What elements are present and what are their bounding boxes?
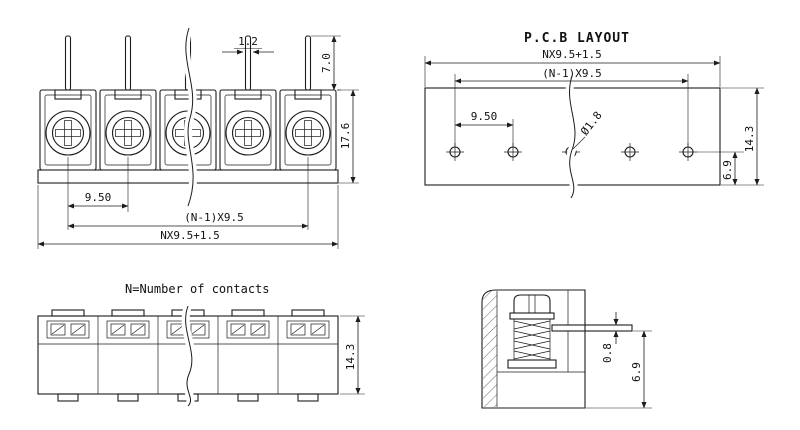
pcb-hole	[620, 142, 640, 162]
pcb-layout-view: P.C.B LAYOUT NX9.5+1.5 (N-1)X9.5	[424, 31, 764, 201]
pcb-dim-edge: 6.9	[697, 151, 764, 186]
dim-body-height: 17.6	[337, 89, 359, 184]
contact-cell	[286, 309, 330, 402]
pin	[304, 35, 312, 91]
contacts-note: N=Number of contacts	[125, 282, 270, 296]
dim-pitch: 9.50	[67, 191, 129, 209]
front-view: 1.2 7.0 17.6 9.50	[37, 26, 359, 249]
pin	[64, 35, 72, 91]
screw-slot	[528, 294, 536, 314]
dim-pin-width-label: 1.2	[238, 35, 258, 48]
screw-head	[513, 294, 551, 314]
section-dim-pin-offset: 6.9	[586, 330, 652, 409]
contact-cell	[226, 309, 270, 402]
pcb-dim-span-label: (N-1)X9.5	[542, 67, 602, 80]
dim-total: NX9.5+1.5	[37, 229, 339, 247]
section-hatch-wall	[483, 291, 497, 407]
solder-pin-side	[551, 324, 633, 332]
section-dim-pin-thickness: 0.8	[601, 312, 619, 363]
centerline-extensions	[37, 157, 339, 249]
dim-span-label: (N-1)X9.5	[184, 211, 244, 224]
section-dim-pin-thickness-label: 0.8	[601, 343, 614, 363]
dim-total-label: NX9.5+1.5	[160, 229, 220, 242]
clamp-plate	[507, 359, 557, 369]
washer	[509, 312, 555, 320]
dim-pin-height: 7.0	[311, 35, 341, 91]
spring-coil	[513, 319, 551, 360]
top-dim-depth: 14.3	[340, 315, 365, 395]
break-line-top	[181, 304, 196, 409]
section-view: 0.8 6.9	[481, 289, 652, 409]
top-view: N=Number of contacts 14.3	[37, 282, 365, 409]
pcb-dim-height: 14.3	[721, 87, 764, 186]
pcb-dim-pitch: 9.50	[454, 110, 514, 146]
pcb-dim-span: (N-1)X9.5	[454, 67, 689, 146]
pcb-hole-dia-label: Ø1.8	[578, 109, 605, 138]
dim-pin-height-label: 7.0	[320, 53, 333, 73]
pcb-dim-height-label: 14.3	[743, 126, 756, 153]
clamp-screw	[507, 294, 557, 369]
break-line-pcb	[565, 74, 579, 201]
contact-cell	[46, 309, 90, 402]
terminal-module	[219, 89, 277, 171]
pcb-dim-total: NX9.5+1.5	[424, 48, 721, 87]
section-housing	[481, 289, 586, 409]
dim-pitch-label: 9.50	[85, 191, 112, 204]
pcb-dim-edge-label: 6.9	[721, 160, 734, 180]
dim-body-height-label: 17.6	[339, 123, 352, 150]
cell-dividers	[97, 316, 279, 394]
dim-span: (N-1)X9.5	[67, 211, 309, 229]
contact-cell	[106, 309, 150, 402]
section-dim-pin-offset-label: 6.9	[630, 362, 643, 382]
top-dim-depth-label: 14.3	[344, 344, 357, 371]
pin	[124, 35, 132, 91]
pcb-dim-total-label: NX9.5+1.5	[542, 48, 602, 61]
base-strip	[37, 169, 339, 184]
break-line-front	[181, 26, 198, 208]
dim-pin-width: 1.2	[222, 35, 274, 55]
pcb-layout-title: P.C.B LAYOUT	[524, 31, 630, 46]
pcb-dim-pitch-label: 9.50	[471, 110, 498, 123]
